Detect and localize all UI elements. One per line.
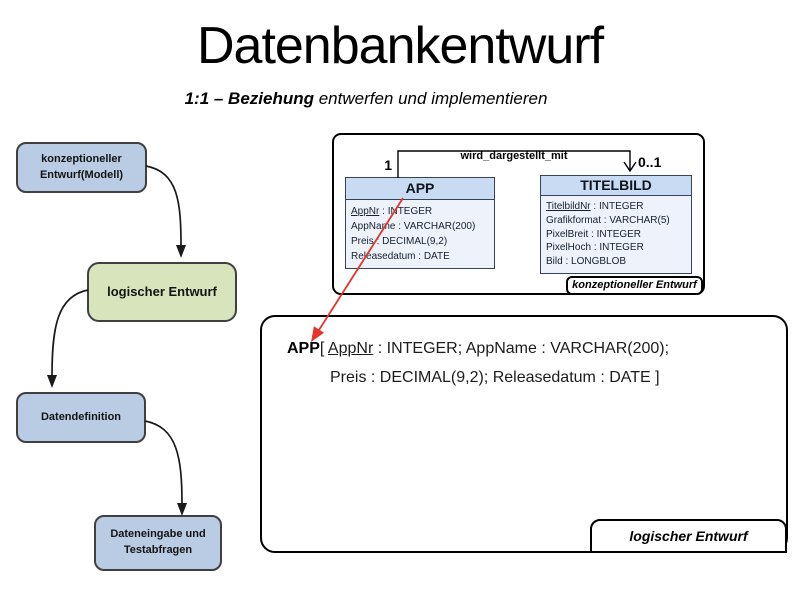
flow-step-konzeptioneller-entwurf: konzeptioneller Entwurf(Modell) <box>16 142 147 193</box>
flow-arrow-2 <box>51 289 89 377</box>
flow-step-label-line2: Testabfragen <box>123 544 193 556</box>
field-type: : INTEGER <box>588 228 642 240</box>
field-name: TitelbildNr <box>546 201 591 212</box>
flow-arrow-1 <box>145 165 182 247</box>
er-diagram-caption: konzeptioneller Entwurf <box>566 276 703 295</box>
relation-schema-line2: Preis : DECIMAL(9,2); Releasedatum : DAT… <box>330 369 660 386</box>
cardinality-right: 0..1 <box>638 154 662 170</box>
field-type: : VARCHAR(5) <box>601 214 670 226</box>
flow-arrow-1-head <box>176 245 186 258</box>
flow-step-label-line1: Dateneingabe und <box>110 528 206 541</box>
table-field-row: PixelBreit : INTEGER <box>546 228 689 242</box>
field-type: : INTEGER <box>591 242 644 254</box>
field-name: PixelHoch <box>546 242 592 254</box>
flow-step-datendefinition: Datendefinition <box>16 392 146 443</box>
flow-step-label-line1: konzeptioneller <box>41 152 122 165</box>
flow-step-logischer-entwurf: logischer Entwurf <box>87 262 237 322</box>
flow-step-label: logischer Entwurf <box>107 283 217 299</box>
flow-arrow-2-head <box>47 375 57 388</box>
flow-step-label-line2: Entwurf(Modell) <box>39 168 124 181</box>
field-name: Bild <box>546 256 563 268</box>
relation-attributes: : INTEGER; AppName : VARCHAR(200); <box>373 340 670 357</box>
entity-table-app: APP AppNr : INTEGER AppName : VARCHAR(20… <box>345 177 495 269</box>
page-subtitle: 1:1 – Beziehung entwerfen und implementi… <box>0 89 732 109</box>
table-field-row: Grafikformat : VARCHAR(5) <box>546 214 689 228</box>
logical-design-panel <box>260 315 788 553</box>
field-type: : DECIMAL(9,2) <box>373 236 448 247</box>
relationship-name: wird_dargestellt_mit <box>460 150 568 162</box>
field-name: Grafikformat <box>546 214 602 226</box>
field-name: AppNr <box>351 206 380 217</box>
table-field-row: Bild : LONGBLOB <box>546 255 689 269</box>
field-name: AppName <box>351 221 396 232</box>
flow-arrow-3 <box>144 420 183 505</box>
cardinality-left: 1 <box>384 157 392 173</box>
field-type: : DATE <box>415 251 450 262</box>
table-field-row: PixelHoch : INTEGER <box>546 241 689 255</box>
subtitle-rest: entwerfen und implementieren <box>314 89 548 108</box>
field-type: : LONGBLOB <box>562 256 627 268</box>
table-header: TITELBILD <box>541 176 691 196</box>
field-type: : VARCHAR(200) <box>395 221 476 232</box>
table-field-row: AppNr : INTEGER <box>351 204 492 219</box>
subtitle-emphasis: 1:1 – Beziehung <box>184 89 314 108</box>
bracket-open: [ <box>319 340 328 357</box>
table-field-row: AppName : VARCHAR(200) <box>351 219 492 234</box>
entity-table-titelbild: TITELBILD TitelbildNr : INTEGER Grafikfo… <box>540 175 692 274</box>
logical-design-caption: logischer Entwurf <box>590 519 787 553</box>
table-field-row: TitelbildNr : INTEGER <box>546 200 689 214</box>
table-field-row: Preis : DECIMAL(9,2) <box>351 234 492 249</box>
field-type: : INTEGER <box>379 206 433 217</box>
flow-step-label: Datendefinition <box>40 410 122 423</box>
field-type: : INTEGER <box>590 201 644 212</box>
table-field-row: Releasedatum : DATE <box>351 249 492 264</box>
page-title: Datenbankentwurf <box>196 17 604 75</box>
relation-entity-name: APP <box>287 340 320 357</box>
flow-step-dateneingabe: Dateneingabe und Testabfragen <box>94 515 222 571</box>
relation-pk: AppNr <box>327 340 374 357</box>
table-body: AppNr : INTEGER AppName : VARCHAR(200) P… <box>346 200 494 268</box>
field-name: Preis <box>351 236 374 247</box>
table-body: TitelbildNr : INTEGER Grafikformat : VAR… <box>541 196 691 273</box>
field-name: Releasedatum <box>351 251 416 262</box>
field-name: PixelBreit <box>546 228 589 240</box>
relation-schema-line1: APP[ AppNr : INTEGER; AppName : VARCHAR(… <box>287 340 669 358</box>
table-header: APP <box>346 178 494 200</box>
